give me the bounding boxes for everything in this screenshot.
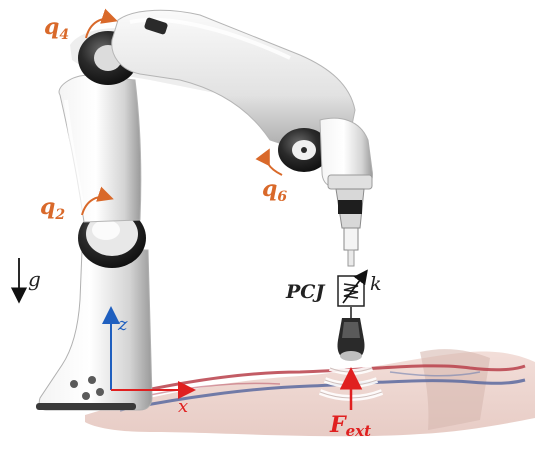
robot-base xyxy=(36,249,153,411)
joint-6 xyxy=(278,128,330,172)
stiffness-arrow xyxy=(342,269,368,304)
force-label: Fext xyxy=(329,412,371,440)
z-axis-label: z xyxy=(117,314,128,335)
robot-link-wrist xyxy=(319,117,373,267)
gravity-label: g xyxy=(28,267,41,291)
robot-link-forearm xyxy=(111,9,356,153)
ultrasound-probe xyxy=(337,318,365,361)
stiffness-label: k xyxy=(370,273,382,295)
pcj-compliant-joint xyxy=(337,269,368,318)
pcj-label: PCJ xyxy=(285,281,326,303)
joint-2 xyxy=(78,208,146,268)
patient-arm xyxy=(85,349,535,437)
q4-label: q4 xyxy=(44,14,69,43)
q6-label: q6 xyxy=(262,176,287,205)
q2-rotation-arrow xyxy=(81,186,114,216)
x-axis-label: x xyxy=(178,396,188,417)
q6-rotation-arrow xyxy=(255,148,283,176)
q2-label: q2 xyxy=(40,194,65,223)
robot-link-upper xyxy=(58,74,142,223)
q4-rotation-arrow xyxy=(85,8,118,39)
